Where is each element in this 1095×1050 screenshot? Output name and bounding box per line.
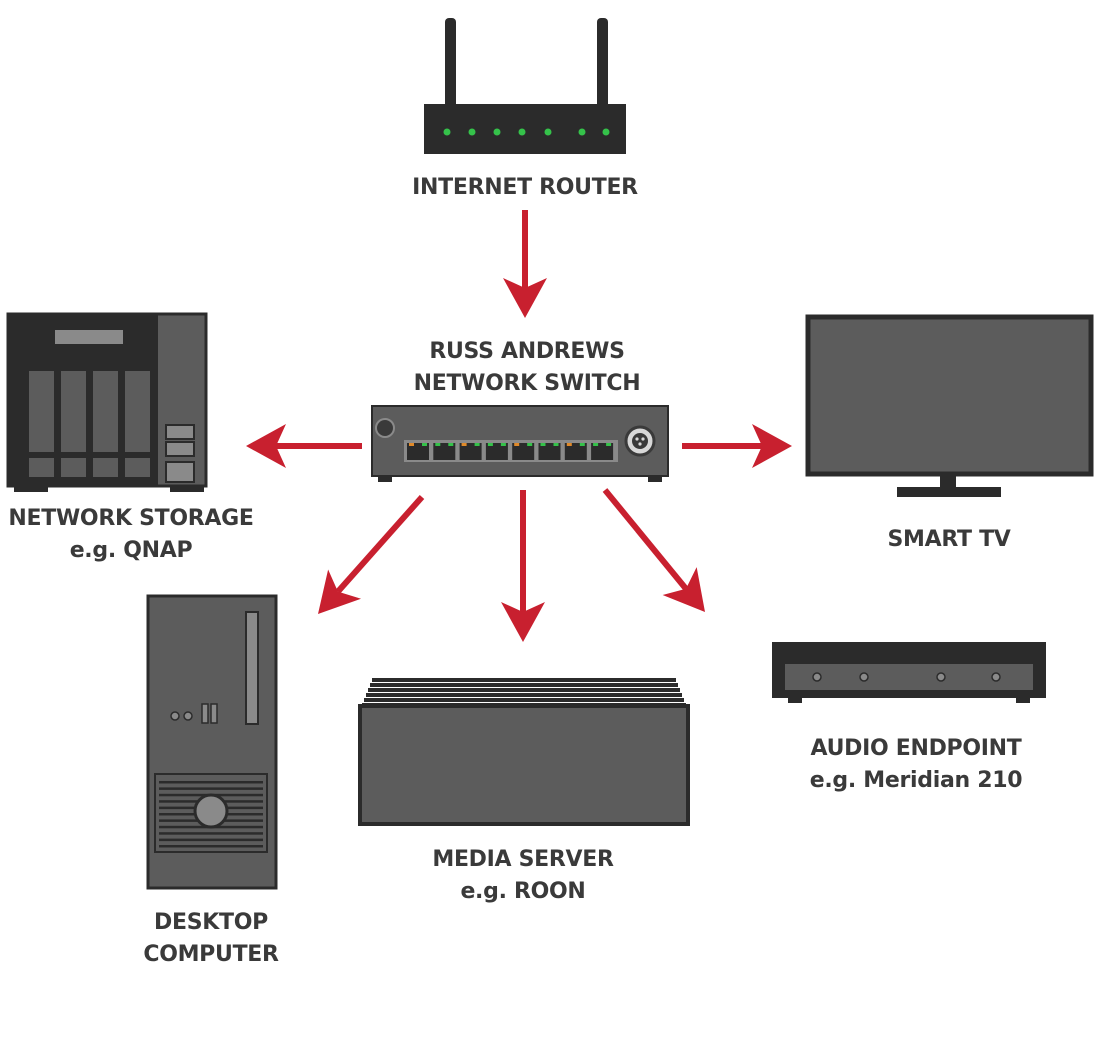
arrow-switch-to-storage [246, 424, 362, 468]
arrow-switch-to-desktop [318, 495, 425, 614]
switch-label-line2: NETWORK SWITCH [414, 371, 641, 396]
switch-port [512, 443, 535, 460]
router-label: INTERNET ROUTER [412, 175, 638, 200]
vent-slot [159, 781, 263, 784]
smart-tv-icon [805, 314, 1094, 497]
heatsink-fin [364, 698, 684, 702]
heatsink-fin [368, 688, 680, 692]
router-led [443, 128, 451, 136]
vent-slot [159, 832, 263, 835]
switch-port [564, 443, 587, 460]
switch-port [433, 443, 456, 460]
router-led [544, 128, 552, 136]
storage-label-line2: e.g. QNAP [70, 538, 193, 563]
switch-port [538, 443, 561, 460]
audio-endpoint-label-line1: AUDIO ENDPOINT [811, 736, 1022, 761]
router-led [602, 128, 610, 136]
network-storage-icon [6, 312, 208, 492]
media-server-icon [358, 678, 690, 826]
arrow-router-to-switch [503, 210, 547, 318]
desktop-computer-icon [146, 594, 278, 890]
router-led [578, 128, 586, 136]
router-led [493, 128, 501, 136]
switch-port [459, 443, 482, 460]
router-led [518, 128, 526, 136]
heatsink-fin [366, 693, 682, 697]
arrow-switch-to-audio-endpoint [602, 488, 705, 612]
heatsink-fin [370, 683, 678, 687]
switch-port [591, 443, 614, 460]
vent-slot [159, 787, 263, 790]
media-server-label-line2: e.g. ROON [460, 879, 585, 904]
desktop-label-line1: DESKTOP [154, 910, 268, 935]
audio-endpoint-label-line2: e.g. Meridian 210 [810, 768, 1023, 793]
audio-endpoint-icon [772, 642, 1046, 703]
router-icon [424, 18, 626, 154]
connection-arrows [246, 210, 792, 642]
arrow-switch-to-media-server [501, 490, 545, 642]
vent-slot [159, 838, 263, 842]
heatsink-fin [372, 678, 676, 682]
switch-label-line1: RUSS ANDREWS [429, 339, 624, 364]
network-switch-icon [371, 405, 669, 482]
vent-slot [159, 845, 263, 848]
desktop-label-line2: COMPUTER [143, 942, 279, 967]
arrow-switch-to-tv [682, 424, 792, 468]
router-led [468, 128, 476, 136]
tv-label: SMART TV [887, 527, 1010, 552]
switch-port [407, 443, 429, 460]
storage-label-line1: NETWORK STORAGE [8, 506, 253, 531]
media-server-label-line1: MEDIA SERVER [432, 847, 614, 872]
switch-port [485, 443, 508, 460]
